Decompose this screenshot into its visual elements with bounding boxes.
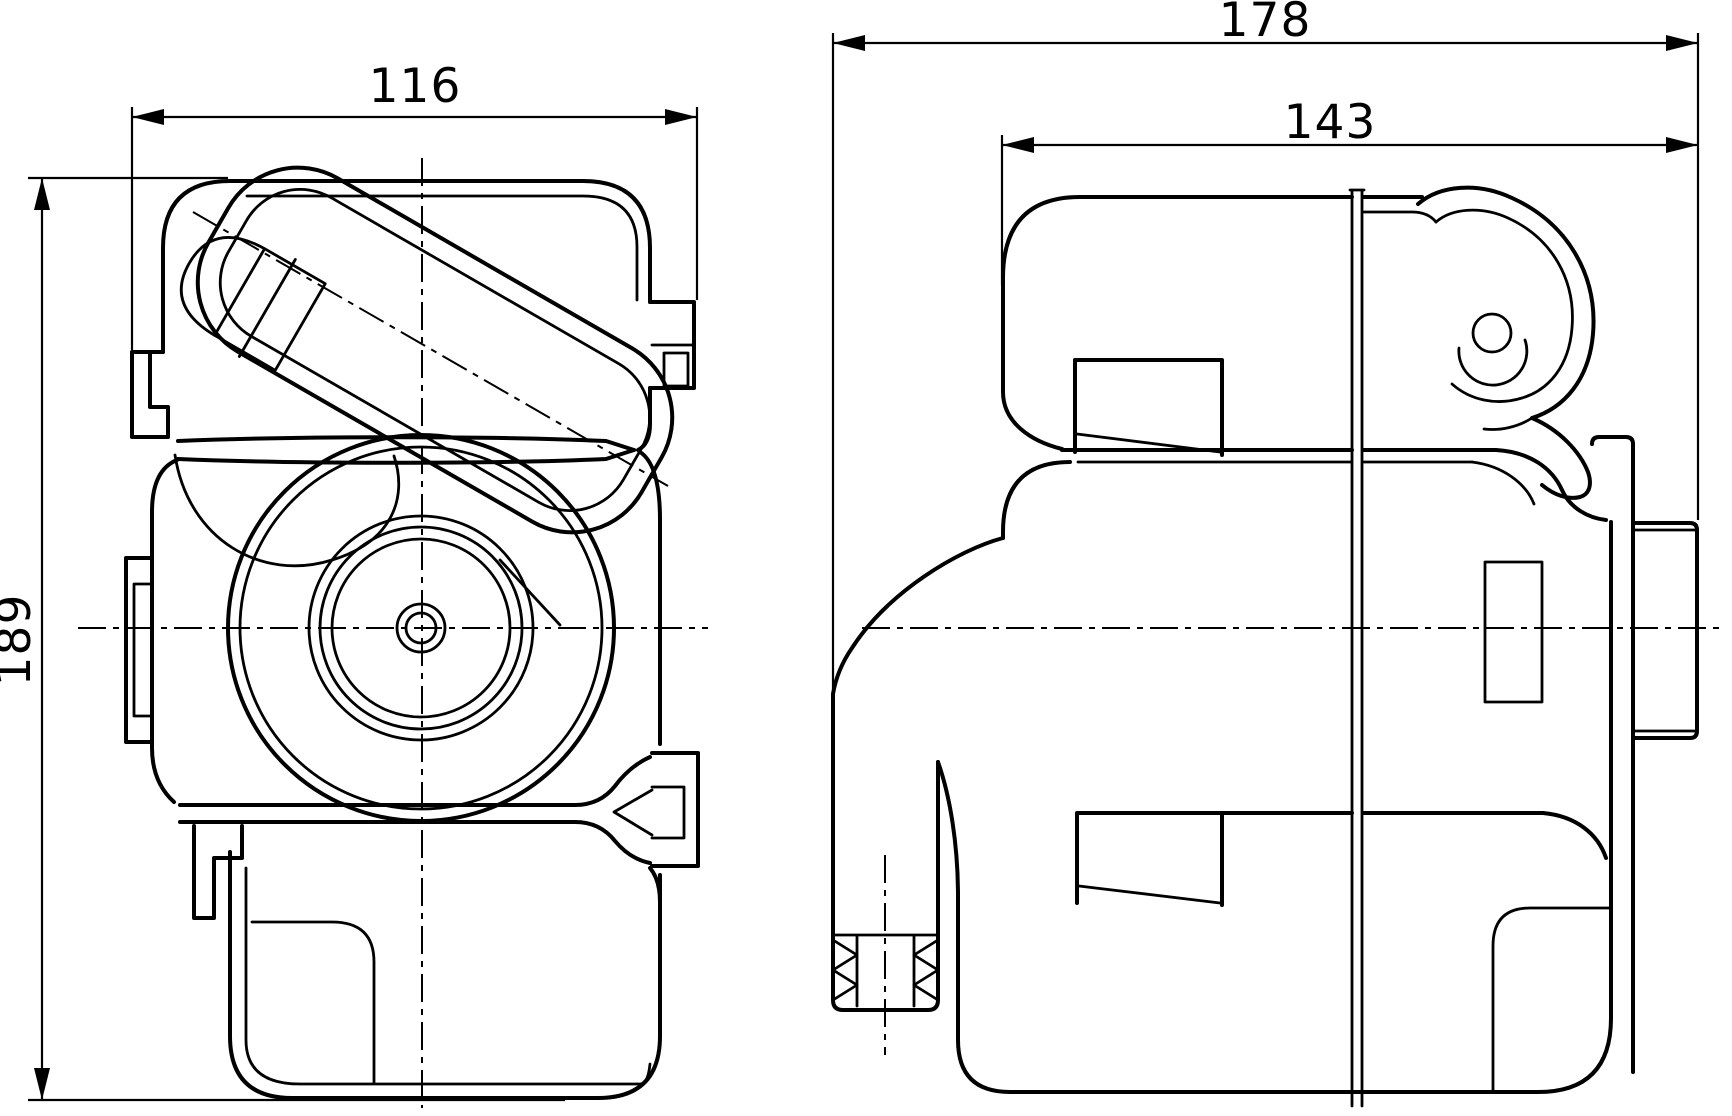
outlet-pipe bbox=[831, 692, 940, 1012]
filler-cap-circles bbox=[226, 433, 616, 823]
lower-chamber bbox=[192, 824, 662, 1100]
side-lower-block bbox=[1008, 811, 1613, 1094]
upper-left-hook bbox=[130, 350, 170, 439]
nozzle-axis-centerline bbox=[192, 211, 669, 487]
dimension-lines: 116 189 178 143 bbox=[0, 0, 1700, 1102]
dim-side-overall-width: 178 bbox=[831, 0, 1700, 690]
cap-vent-hole bbox=[1471, 312, 1513, 354]
dim-label-189: 189 bbox=[0, 594, 42, 687]
side-step-line bbox=[1541, 811, 1608, 860]
side-right-wall bbox=[1483, 435, 1699, 1074]
centerlines bbox=[78, 158, 1726, 1108]
middle-left-clip bbox=[124, 556, 154, 744]
middle-chamber bbox=[124, 433, 700, 868]
dim-label-143: 143 bbox=[1284, 95, 1377, 150]
dim-side-body-width: 143 bbox=[1000, 95, 1698, 285]
nozzle-lower-lobe bbox=[173, 453, 401, 568]
lower-right-tab bbox=[650, 751, 700, 868]
thread-hatch bbox=[831, 938, 940, 1002]
hose-nipple bbox=[179, 236, 327, 372]
lower-right-pocket bbox=[1491, 906, 1613, 1092]
side-slot bbox=[1483, 560, 1544, 704]
front-view bbox=[124, 165, 700, 1100]
side-lower-left bbox=[831, 460, 1072, 1094]
lower-left-hook bbox=[192, 824, 244, 920]
side-upper-block bbox=[1001, 195, 1608, 522]
side-upper-bracket bbox=[1073, 358, 1224, 457]
dim-front-width: 116 bbox=[130, 59, 699, 350]
pipe-neck bbox=[936, 760, 1012, 1094]
dim-label-178: 178 bbox=[1219, 0, 1312, 48]
bottom-pocket bbox=[250, 920, 376, 1084]
cap-profile bbox=[1362, 185, 1596, 500]
side-view bbox=[831, 185, 1699, 1108]
dim-label-116: 116 bbox=[369, 59, 462, 114]
dim-front-height: 189 bbox=[0, 176, 565, 1102]
side-lower-bracket bbox=[1075, 811, 1224, 907]
upper-right-tab bbox=[648, 300, 696, 390]
seam-line bbox=[1348, 188, 1366, 1108]
outlet-flange bbox=[1631, 521, 1699, 740]
nozzle-edge-line bbox=[498, 558, 562, 627]
